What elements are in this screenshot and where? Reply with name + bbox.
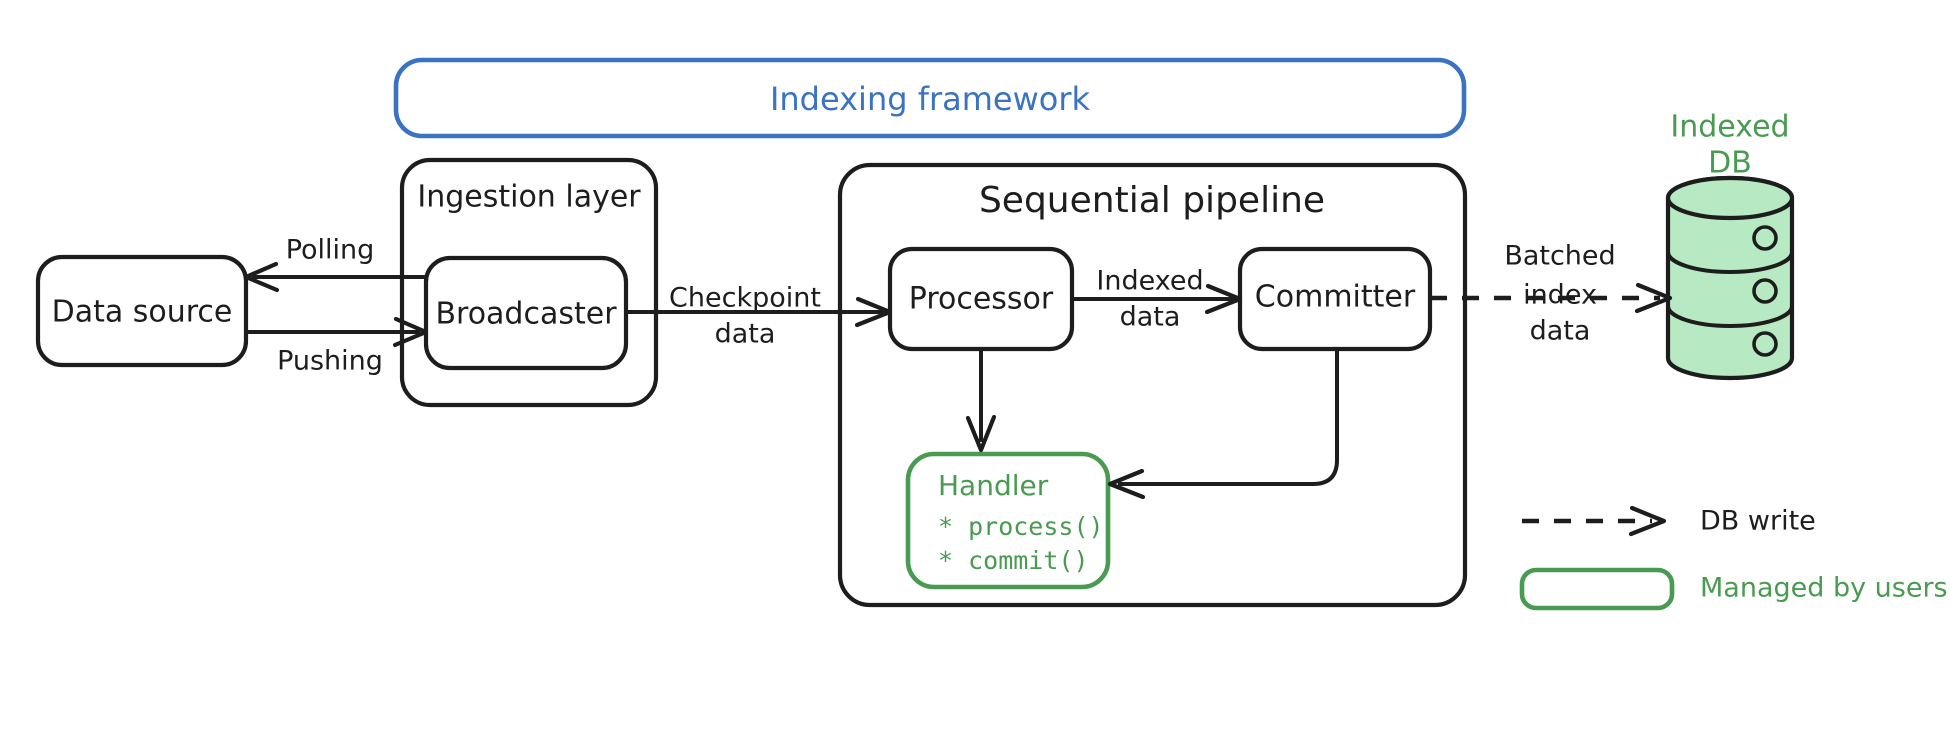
checkpoint-arrowhead	[854, 296, 893, 328]
edge-pushing: Pushing	[244, 316, 429, 377]
edge-polling: Polling	[243, 235, 428, 293]
sequential-pipeline-label: Sequential pipeline	[979, 180, 1325, 221]
committer-label: Committer	[1255, 280, 1416, 315]
batched-arrowhead	[1634, 282, 1673, 314]
db-cylinder-top	[1665, 175, 1795, 221]
db-indicator-dot-3	[1752, 331, 1778, 357]
indexed-label-line1: Indexed	[1096, 266, 1203, 297]
legend-label-managed-by-users: Managed by users	[1700, 573, 1948, 604]
legend-label-db-write: DB write	[1700, 506, 1816, 537]
handler-method-process: * process()	[938, 512, 1104, 541]
node-processor[interactable]: Processor	[887, 246, 1075, 352]
broadcaster-label: Broadcaster	[435, 297, 617, 332]
indexed-db-label-line1: Indexed	[1670, 110, 1789, 145]
indexed-db-label-line2: DB	[1708, 146, 1752, 181]
indexed-arrowhead	[1204, 283, 1243, 315]
node-data-source[interactable]: Data source	[35, 254, 249, 368]
data-source-label: Data source	[52, 295, 233, 330]
batched-label-line3: data	[1530, 316, 1591, 347]
node-handler[interactable]: Handler * process() * commit()	[905, 451, 1111, 590]
edge-committer-to-handler	[1107, 347, 1339, 500]
handler-title: Handler	[938, 469, 1049, 502]
committer-handler-arrowhead	[1107, 468, 1146, 500]
checkpoint-label-line1: Checkpoint	[669, 283, 821, 314]
db-indicator-dot-2	[1752, 278, 1778, 304]
ingestion-layer-container[interactable]: Ingestion layer	[399, 157, 659, 408]
indexed-label-line2: data	[1120, 302, 1181, 333]
batched-label-line2: index	[1523, 280, 1597, 311]
edge-processor-to-handler	[965, 347, 997, 453]
data-source-box	[35, 254, 249, 368]
indexing-framework-box	[393, 57, 1467, 139]
edge-checkpoint-data: Checkpoint data	[624, 283, 893, 350]
legend: DB write Managed by users	[1519, 506, 1948, 611]
indexed-db[interactable]: Indexed DB	[1665, 110, 1795, 381]
processor-label: Processor	[909, 282, 1054, 317]
checkpoint-label-line2: data	[715, 319, 776, 350]
handler-box	[905, 451, 1111, 590]
indexing-framework-label: Indexing framework	[770, 80, 1091, 118]
db-divider-2	[1666, 305, 1794, 328]
db-indicator-dot-1	[1752, 225, 1778, 251]
sequential-pipeline-container[interactable]: Sequential pipeline	[837, 162, 1468, 608]
batched-label-line1: Batched	[1504, 241, 1615, 272]
ingestion-layer-label: Ingestion layer	[417, 180, 641, 215]
committer-handler-line	[1118, 347, 1339, 486]
pushing-arrowhead	[392, 316, 429, 348]
green-rounded-box-icon	[1519, 567, 1675, 611]
dashed-arrow-head-icon	[1628, 505, 1667, 537]
processor-handler-arrowhead	[965, 414, 997, 453]
ingestion-layer-box	[399, 157, 659, 408]
legend-item-db-write: DB write	[1522, 506, 1816, 537]
pushing-label: Pushing	[277, 346, 383, 377]
legend-item-managed-by-users: Managed by users	[1519, 567, 1948, 611]
polling-label: Polling	[286, 235, 375, 266]
edge-indexed-data: Indexed data	[1070, 266, 1243, 333]
polling-arrowhead	[243, 261, 280, 293]
sequential-pipeline-box	[837, 162, 1468, 608]
node-broadcaster[interactable]: Broadcaster	[423, 255, 629, 371]
indexing-framework-banner[interactable]: Indexing framework	[393, 57, 1467, 139]
edge-batched-index-data: Batched index data	[1430, 241, 1673, 347]
db-divider-1	[1666, 251, 1794, 274]
node-committer[interactable]: Committer	[1237, 246, 1433, 352]
handler-method-commit: * commit()	[938, 546, 1089, 575]
